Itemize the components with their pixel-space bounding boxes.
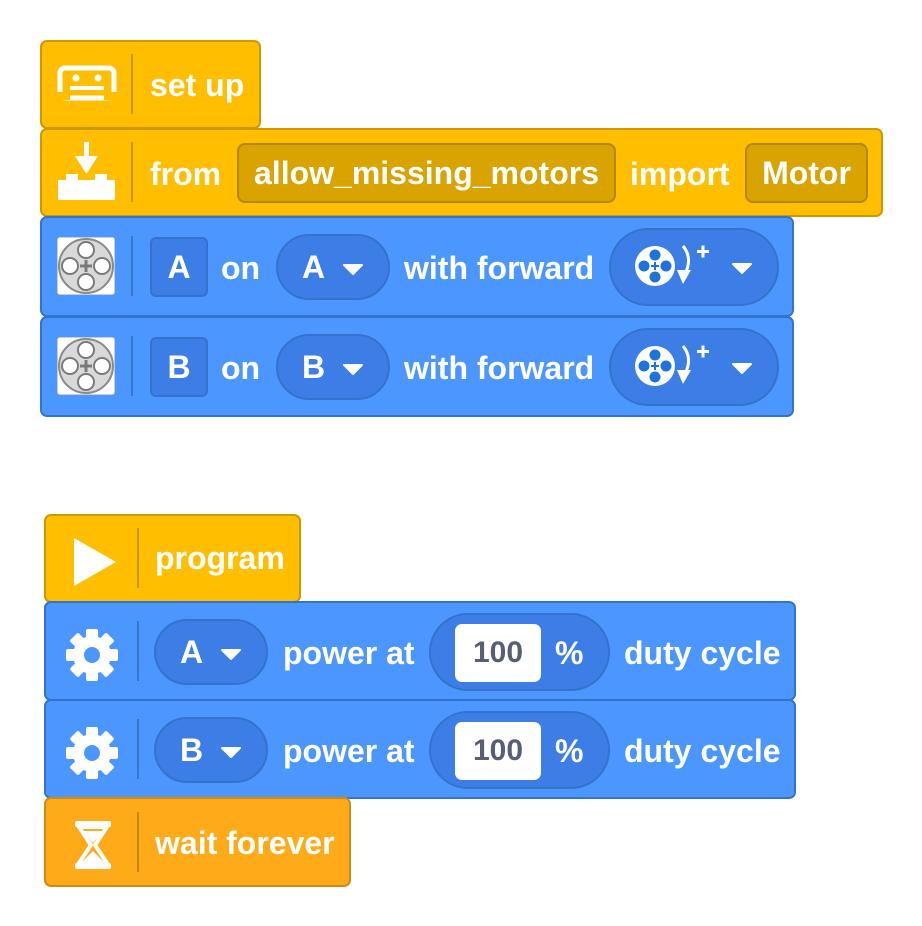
play-icon [70,536,120,588]
hourglass-icon [72,819,114,871]
wait-forever-label: wait forever [155,825,335,861]
motor-variable-field[interactable]: A [150,237,208,297]
power-block-b[interactable]: B power at 100 % duty cycle [44,699,796,799]
percent-label: % [555,733,584,769]
port-value: B [302,348,326,385]
import-icon [54,142,118,202]
power-at-label: power at [283,635,415,671]
gear-icon [64,627,120,683]
percent-label: % [555,635,584,671]
hub-icon [56,62,118,106]
gear-icon [64,725,120,781]
on-label: on [221,250,261,286]
clockwise-direction-icon [635,245,709,286]
clockwise-direction-icon [635,345,709,386]
power-value-input[interactable]: 100 [455,624,541,682]
setup-label: set up [150,67,245,103]
import-label: import [630,156,730,192]
direction-dropdown[interactable] [609,328,779,406]
motor-value: A [180,633,204,670]
chevron-down-icon [343,264,363,275]
motor-icon [56,336,116,396]
chevron-down-icon [343,364,363,375]
power-block-a[interactable]: A power at 100 % duty cycle [44,601,796,701]
from-label: from [150,156,222,192]
chevron-down-icon [732,263,752,274]
duty-cycle-label: duty cycle [624,635,781,671]
chevron-down-icon [732,363,752,374]
setup-block[interactable]: set up [40,40,261,129]
program-block[interactable]: program [44,514,301,603]
port-dropdown[interactable]: A [276,234,390,300]
power-value-pill: 100 % [429,613,610,691]
chevron-down-icon [221,649,241,660]
with-forward-label: with forward [404,350,595,386]
motor-block-a[interactable]: A on A with forward [40,216,794,317]
direction-dropdown[interactable] [609,228,779,306]
program-label: program [155,540,285,576]
port-dropdown[interactable]: B [276,334,390,400]
duty-cycle-label: duty cycle [624,733,781,769]
motor-value: B [180,731,204,768]
power-value-pill: 100 % [429,711,610,789]
wait-forever-block[interactable]: wait forever [44,797,351,887]
import-block[interactable]: from allow_missing_motors import Motor [40,128,883,217]
on-label: on [221,350,261,386]
motor-variable-field[interactable]: B [150,337,208,397]
chevron-down-icon [221,747,241,758]
power-value-input[interactable]: 100 [455,722,541,780]
port-value: A [302,248,326,285]
class-field[interactable]: Motor [745,143,868,203]
power-at-label: power at [283,733,415,769]
motor-dropdown[interactable]: A [154,619,268,685]
motor-block-b[interactable]: B on B with forward [40,316,794,417]
module-field[interactable]: allow_missing_motors [237,143,616,203]
with-forward-label: with forward [404,250,595,286]
motor-dropdown[interactable]: B [154,717,268,783]
motor-icon [56,236,116,296]
